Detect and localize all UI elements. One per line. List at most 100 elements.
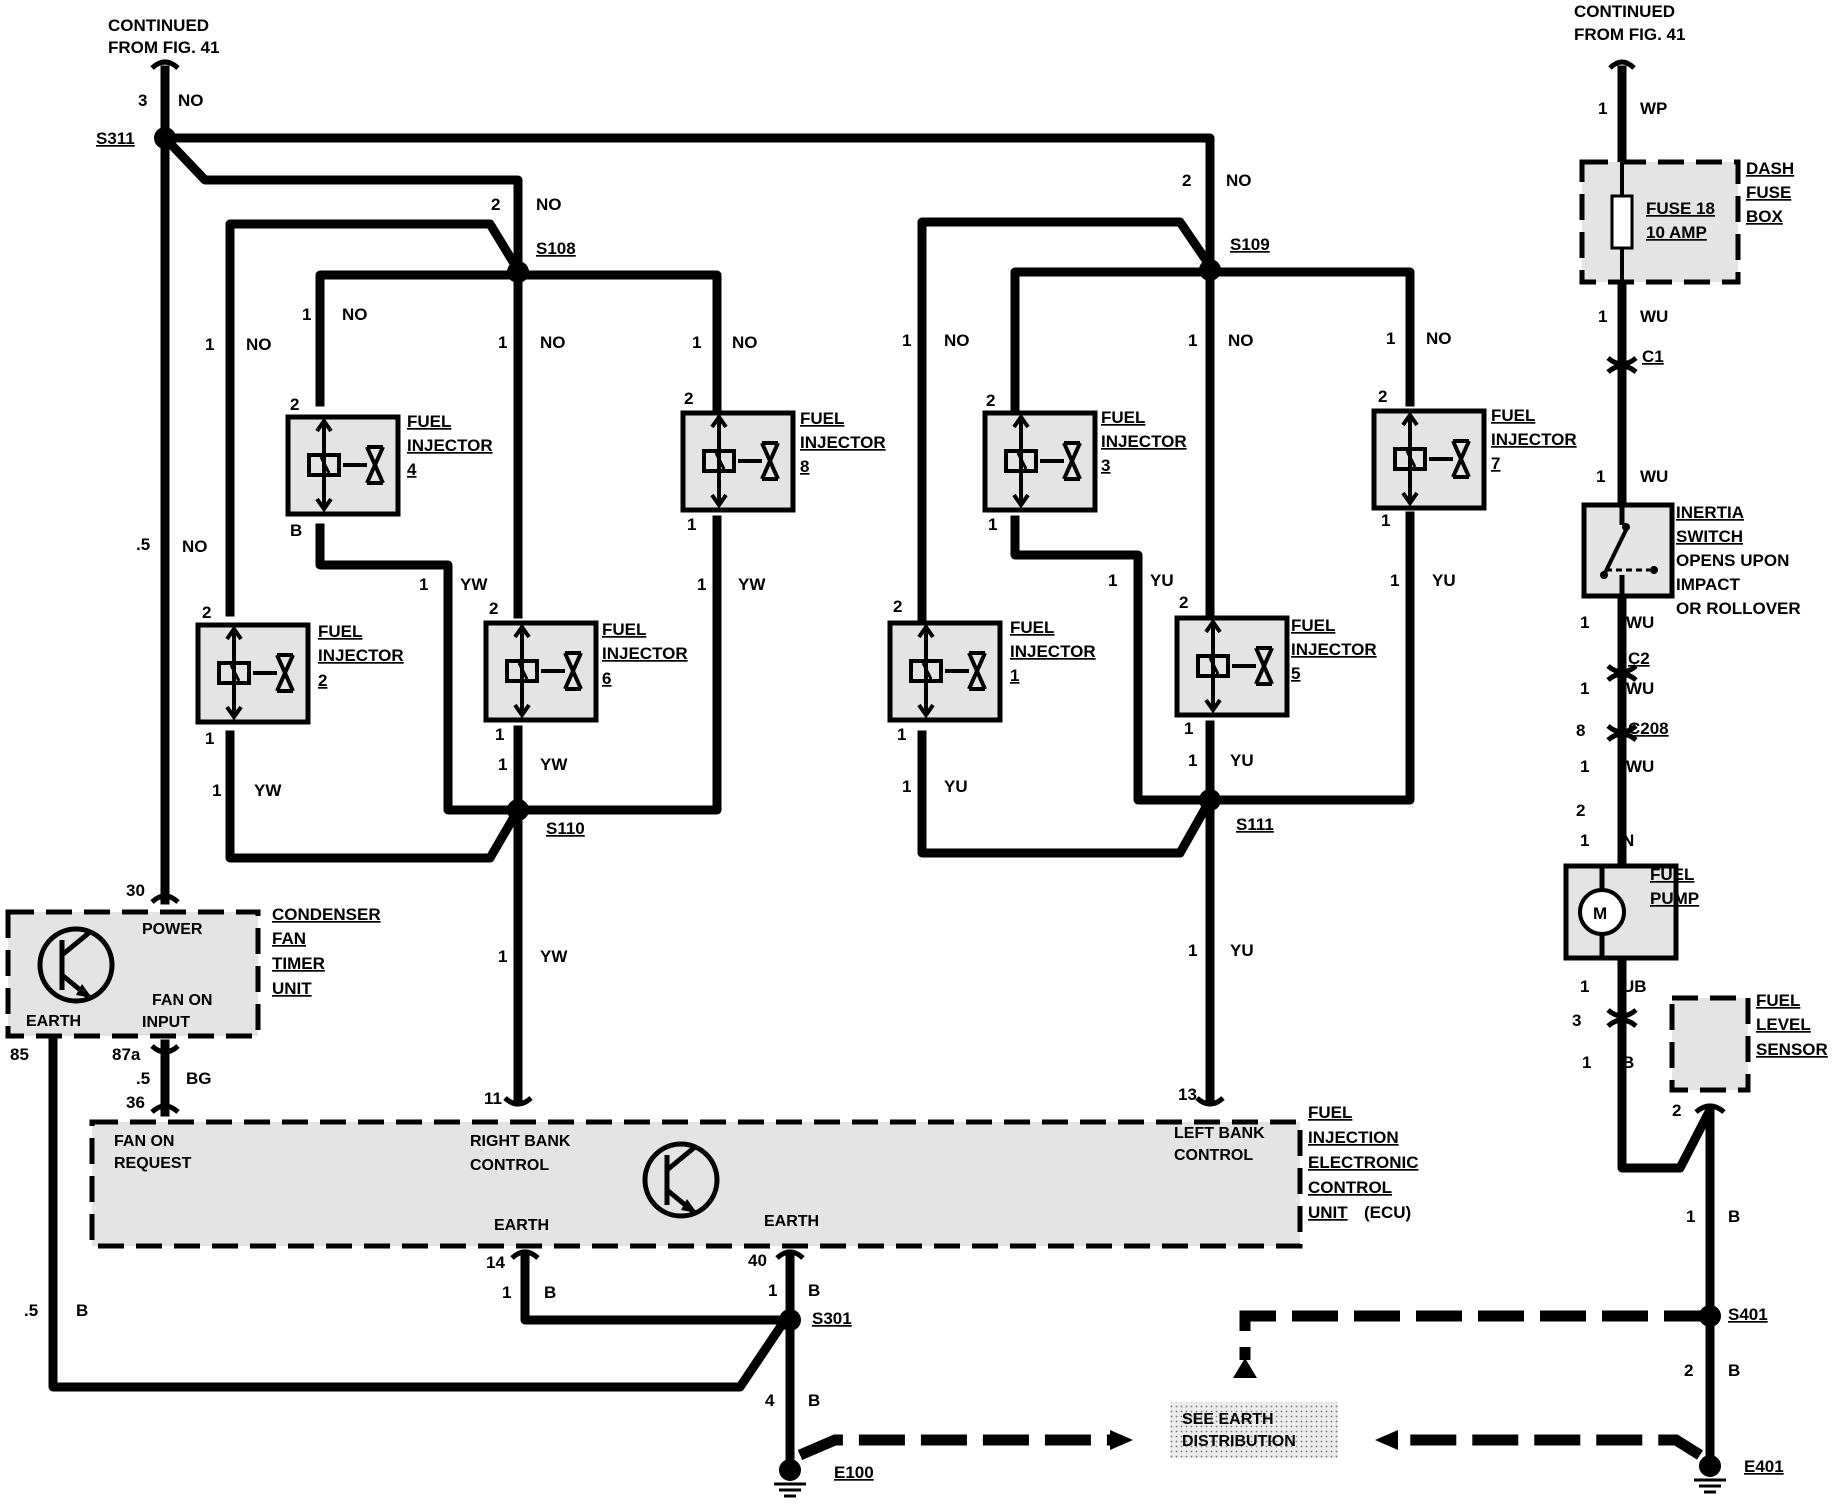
ground-e401-label: E401 — [1744, 1457, 1784, 1476]
inertia-note-3: OR ROLLOVER — [1676, 599, 1801, 618]
continued-right-line1: CONTINUED — [1574, 2, 1675, 21]
color-label: WU — [1640, 467, 1668, 486]
injectors — [195, 408, 1487, 725]
gauge-label: 1 — [502, 1283, 511, 1302]
wire-s109-inj1 — [917, 217, 1217, 625]
fuel-injector-2 — [195, 622, 311, 725]
fuel-level-sensor — [1669, 995, 1751, 1093]
fuel-pump-title-1: FUEL — [1650, 865, 1694, 884]
continued-right-line2: FROM FIG. 41 — [1574, 25, 1685, 44]
color-label: N — [1622, 831, 1634, 850]
splice-s311-label: S311 — [96, 129, 135, 148]
color-label: YU — [1432, 571, 1456, 590]
fuel-pump-title-2: PUMP — [1650, 889, 1699, 908]
fuse-box-title-1: DASH — [1746, 159, 1794, 178]
ecu-earth-1: EARTH — [494, 1217, 549, 1234]
color-label: B — [1728, 1207, 1740, 1226]
fuse-icon — [1610, 194, 1634, 250]
pin-label: 36 — [126, 1093, 145, 1112]
color-label: B — [1622, 1053, 1634, 1072]
splice-dots — [154, 127, 1721, 1331]
color-label: NO — [540, 333, 566, 352]
gauge-label: 1 — [1386, 329, 1395, 348]
gauge-label: 1 — [1596, 467, 1605, 486]
earth-distribution-box — [1110, 1358, 1398, 1458]
pin-label: B — [290, 521, 302, 540]
splice-s401-dot — [1699, 1305, 1721, 1327]
svg-text:FUEL: FUEL — [1291, 616, 1335, 635]
pin-label: 2 — [1179, 593, 1188, 612]
splice-s109-label: S109 — [1230, 235, 1270, 254]
inertia-switch — [1581, 502, 1675, 599]
svg-text:FUEL: FUEL — [1101, 408, 1145, 427]
gauge-label: 1 — [1580, 757, 1589, 776]
pin-label: 14 — [486, 1253, 505, 1272]
gauge-label: 1 — [498, 755, 507, 774]
motor-icon — [1578, 888, 1626, 936]
svg-text:FUEL: FUEL — [800, 409, 844, 428]
ground-icon — [774, 1482, 806, 1498]
injector-7-label: FUEL INJECTOR 7 — [1491, 406, 1577, 473]
condenser-earth: EARTH — [26, 1013, 81, 1030]
color-label: NO — [246, 335, 272, 354]
svg-text:FUEL: FUEL — [407, 412, 451, 431]
gauge-label: 1 — [1582, 1053, 1591, 1072]
wire-ecu-14-to-s301 — [520, 1253, 790, 1325]
svg-text:2: 2 — [318, 671, 327, 690]
wire-inj7-to-s111 — [1205, 511, 1415, 805]
fuel-injector-4 — [285, 414, 401, 517]
condenser-fan-timer-unit — [5, 909, 261, 1039]
svg-text:INJECTOR: INJECTOR — [1010, 642, 1096, 661]
condenser-title-2: FAN — [272, 929, 306, 948]
pin-label: 2 — [684, 389, 693, 408]
ecu-fan-on: FAN ON — [114, 1133, 174, 1150]
svg-text:INJECTOR: INJECTOR — [1101, 432, 1187, 451]
fuel-pump — [1563, 863, 1679, 961]
connector-c208: C208 — [1628, 719, 1669, 738]
pin-label: 1 — [205, 729, 214, 748]
injector-5-label: FUEL INJECTOR 5 — [1291, 616, 1377, 683]
fuel-injection-ecu — [89, 1119, 1303, 1249]
wire-s109-inj3 — [1010, 267, 1215, 415]
color-label: NO — [342, 305, 368, 324]
gauge-label: 1 — [1598, 99, 1607, 118]
gauge-label: 1 — [212, 781, 221, 800]
splice-s301-dot — [779, 1309, 801, 1331]
color-label: B — [808, 1391, 820, 1410]
color-label: UB — [1622, 977, 1647, 996]
pin-label: 2 — [489, 599, 498, 618]
color-label: WU — [1640, 307, 1668, 326]
ecu-earth-2: EARTH — [764, 1213, 819, 1230]
gauge-label: 1 — [1580, 679, 1589, 698]
arrow-left-icon — [1110, 1430, 1133, 1450]
gauge-label: 1 — [1188, 941, 1197, 960]
connector-marks — [38, 59, 1726, 1260]
dash-fuse-box — [1579, 159, 1741, 285]
svg-text:FUEL: FUEL — [318, 622, 362, 641]
gauge-label: 1 — [1188, 331, 1197, 350]
wire-inj1-to-s111 — [917, 730, 1217, 858]
color-label: B — [76, 1301, 88, 1320]
wires — [48, 65, 1715, 1465]
svg-text:INJECTOR: INJECTOR — [602, 644, 688, 663]
wire-inj2-to-s110 — [225, 730, 525, 863]
fuel-level-title-1: FUEL — [1756, 991, 1800, 1010]
pin-label: 3 — [1572, 1011, 1581, 1030]
splice-s110-label: S110 — [546, 819, 585, 838]
gauge-label: 1 — [1580, 977, 1589, 996]
pin-label: 87a — [112, 1045, 141, 1064]
color-label: WU — [1626, 679, 1654, 698]
injector-1-label: FUEL INJECTOR 1 — [1010, 618, 1096, 685]
splice-s110-dot — [507, 799, 529, 821]
color-label: NO — [1228, 331, 1254, 350]
gauge-label: .5 — [136, 1069, 150, 1088]
pin-label: 2 — [1576, 801, 1585, 820]
color-label: YU — [1150, 571, 1174, 590]
wire-s311-to-s108 — [158, 131, 523, 275]
color-label: YW — [254, 781, 282, 800]
splice-s301-label: S301 — [812, 1309, 852, 1328]
gauge-label: 1 — [498, 333, 507, 352]
fuel-injector-7 — [1371, 408, 1487, 511]
labels: CONTINUED FROM FIG. 41 CONTINUED FROM FI… — [10, 2, 1828, 1482]
